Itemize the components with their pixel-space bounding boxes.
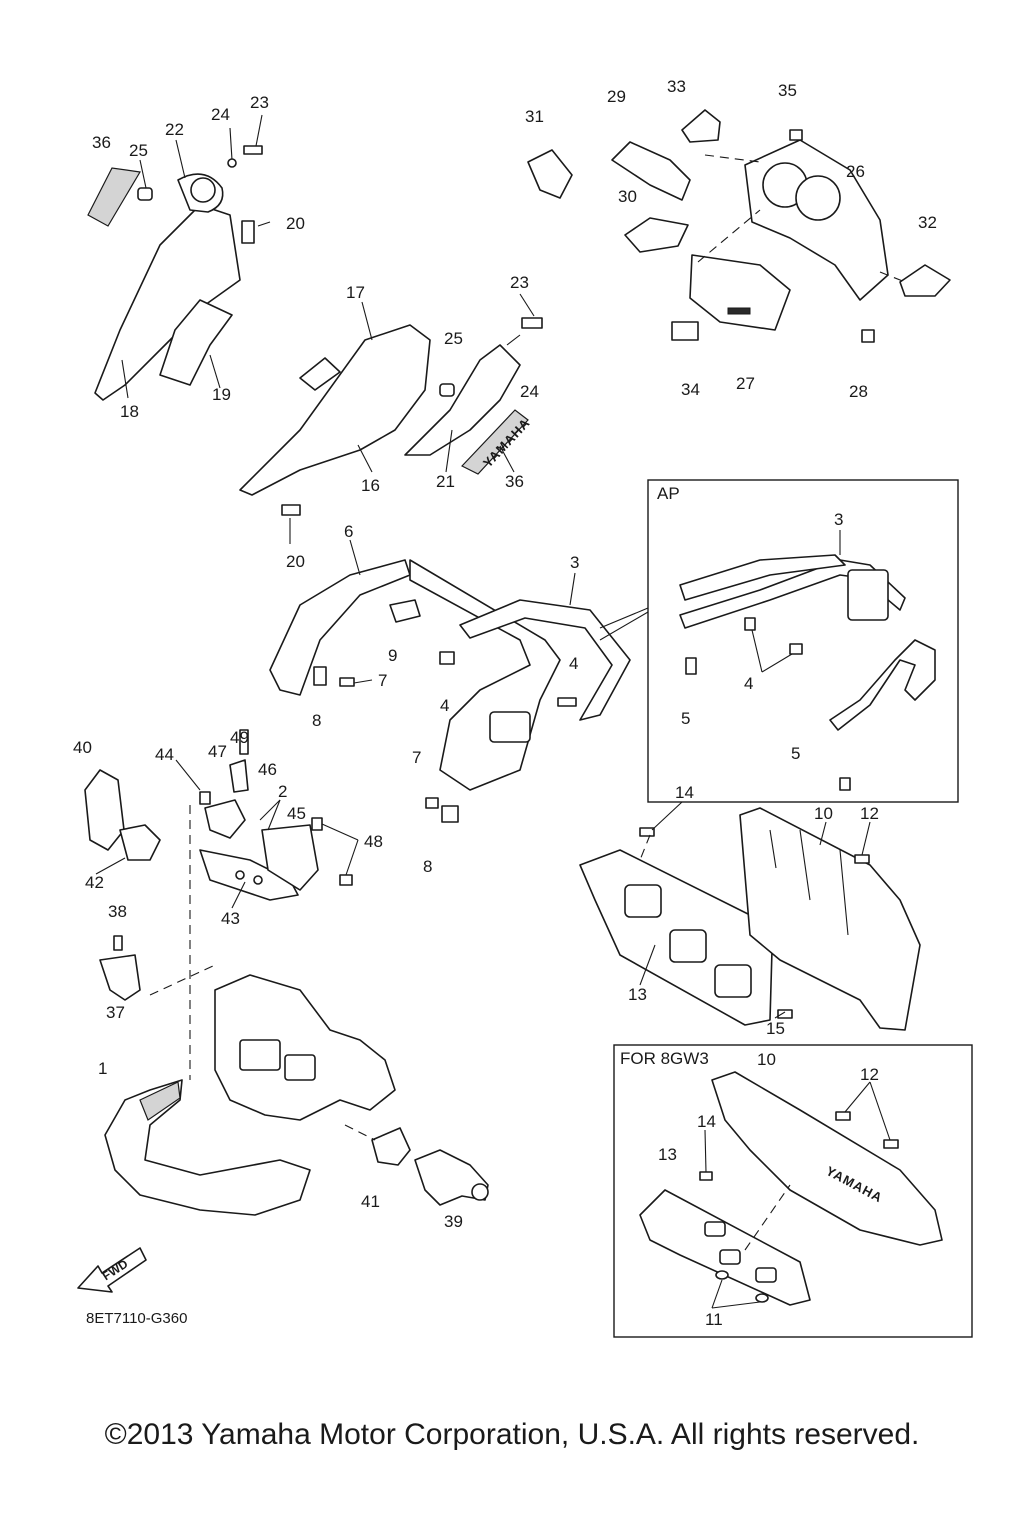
callout-4: 4: [569, 654, 578, 673]
callout-27: 27: [736, 374, 755, 393]
callout-15: 15: [766, 1019, 785, 1038]
callout-22: 22: [165, 120, 184, 139]
callout-24b: 24: [520, 382, 539, 401]
callout-4-ap: 4: [744, 674, 753, 693]
callout-45: 45: [287, 804, 306, 823]
callout-13-8gw3: 13: [658, 1145, 677, 1164]
callout-14: 14: [675, 783, 694, 802]
diagram-code: 8ET7110-G360: [86, 1310, 188, 1327]
callout-38: 38: [108, 902, 127, 921]
callout-2: 2: [278, 782, 287, 801]
skid-plate-assembly: [579, 801, 921, 1031]
headlight-bracket-assembly: [84, 729, 359, 909]
callout-17: 17: [346, 283, 365, 302]
decal-36-yamaha: [461, 409, 529, 475]
front-frame-lower-assembly: [99, 805, 489, 1216]
callout-10-8gw3: 10: [757, 1050, 776, 1069]
callout-14-8gw3: 14: [697, 1112, 716, 1131]
callout-24: 24: [211, 105, 230, 124]
callout-4b: 4: [440, 696, 449, 715]
inset-8gw3-title: FOR 8GW3: [620, 1049, 709, 1068]
callout-25: 25: [129, 141, 148, 160]
callout-36b: 36: [505, 472, 524, 491]
callout-40: 40: [73, 738, 92, 757]
callout-37: 37: [106, 1003, 125, 1022]
callout-49: 49: [230, 728, 249, 747]
callout-41: 41: [361, 1192, 380, 1211]
callout-47: 47: [208, 742, 227, 761]
callout-18: 18: [120, 402, 139, 421]
copyright-notice: ©2013 Yamaha Motor Corporation, U.S.A. A…: [104, 1418, 920, 1451]
callout-12: 12: [860, 804, 879, 823]
callout-8: 8: [312, 711, 321, 730]
inset-ap-title: AP: [657, 484, 680, 503]
callout-16: 16: [361, 476, 380, 495]
callout-7b: 7: [412, 748, 421, 767]
callout-43: 43: [221, 909, 240, 928]
callout-25b: 25: [444, 329, 463, 348]
decal-36-left: [87, 167, 141, 227]
callout-46: 46: [258, 760, 277, 779]
callout-11-8gw3: 11: [705, 1310, 723, 1329]
inset-8gw3: FOR 8GW3 YAMAHA: [613, 1044, 973, 1338]
callout-32: 32: [918, 213, 937, 232]
callout-21: 21: [436, 472, 455, 491]
callout-31: 31: [525, 107, 544, 126]
callout-6: 6: [344, 522, 353, 541]
callout-39: 39: [444, 1212, 463, 1231]
callout-23b: 23: [510, 273, 529, 292]
callout-36: 36: [92, 133, 111, 152]
side-cover-assembly-left: [87, 114, 271, 401]
meter-panel-assembly: [527, 109, 951, 343]
callout-10: 10: [814, 804, 833, 823]
callout-28: 28: [849, 382, 868, 401]
callout-48: 48: [364, 832, 383, 851]
callout-30: 30: [618, 187, 637, 206]
callout-26: 26: [846, 162, 865, 181]
forward-direction-arrow: FWD: [77, 1247, 147, 1293]
callout-numbers: 36 25 22 24 23 20 18 19 17 23 25 24 16 2…: [73, 77, 937, 1329]
callout-44: 44: [155, 745, 174, 764]
callout-3: 3: [570, 553, 579, 572]
callout-13: 13: [628, 985, 647, 1004]
callout-35: 35: [778, 81, 797, 100]
callout-9: 9: [388, 646, 397, 665]
side-cover-assembly-center: YAMAHA: [239, 293, 543, 544]
callout-23: 23: [250, 93, 269, 112]
callout-3-ap: 3: [834, 510, 843, 529]
callout-19: 19: [212, 385, 231, 404]
callout-20: 20: [286, 214, 305, 233]
callout-7: 7: [378, 671, 387, 690]
callout-34: 34: [681, 380, 700, 399]
front-bumper-frame-assembly: [269, 539, 649, 823]
callout-20b: 20: [286, 552, 305, 571]
callout-29: 29: [607, 87, 626, 106]
callout-12-8gw3: 12: [860, 1065, 879, 1084]
callout-42: 42: [85, 873, 104, 892]
callout-5-ap: 5: [681, 709, 690, 728]
callout-1: 1: [98, 1059, 107, 1078]
callout-33: 33: [667, 77, 686, 96]
callout-5b-ap: 5: [791, 744, 800, 763]
callout-8b: 8: [423, 857, 432, 876]
inset-ap: AP: [647, 479, 959, 803]
